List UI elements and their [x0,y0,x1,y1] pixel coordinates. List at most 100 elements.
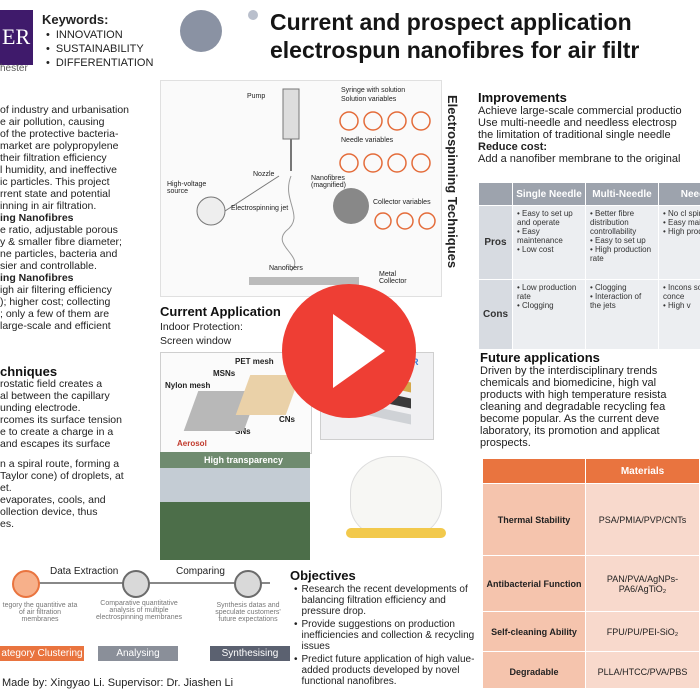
trees-area [160,502,310,560]
screen-window-label: Screen window [160,335,232,347]
material-row-label: Degradable [482,651,586,688]
future-line: cleaning and degradable recycling fea [480,401,666,413]
label-jet: Electrospinning jet [231,205,289,212]
intro-line: sier and controllable. [0,260,97,272]
intro-line: ne particles, bacteria and [0,248,118,260]
materials-table: Materials Thermal Stability PSA/PMIA/PVP… [482,458,700,688]
keywords-block: Keywords: INNOVATION SUSTAINABILITY DIFF… [42,12,153,70]
objective-text: Provide suggestions on production ineffi… [301,619,475,652]
improvements-section: Improvements Achieve large-scale commerc… [478,90,700,165]
table-cell: • Incons soluti conce• High v [657,279,700,350]
objective-item: •Predict future application of high valu… [294,654,480,687]
electrospinning-side-title: Electrospinning Techniques [445,95,460,269]
techniques-heading: chniques [0,364,58,379]
needle-comparison-table-wrap: Single Needle Multi-Needle Need Pros • E… [478,182,700,352]
cell-item: • Low production rate [517,283,577,301]
objective-item: •Provide suggestions on production ineff… [294,619,480,652]
label-cns: CNs [279,415,296,424]
advantages-heading: ing Nanofibres [0,212,74,224]
face-mask-photo [340,442,450,552]
process-section: Data Extraction Comparing tegory the qua… [0,562,290,662]
objectives-list: •Research the recent developments of bal… [294,584,480,687]
intro-line: their filtration efficiency [0,152,107,164]
technique-line: ollection device, thus [0,506,98,518]
intro-line: igh air filtering efficiency [0,284,112,296]
material-row-value: PLLA/HTCC/PVA/PBS [585,651,700,688]
step-description: tegory the quantitive ata of air filtrat… [2,602,78,623]
improvement-line: the limitation of traditional single nee… [478,129,671,141]
label-high-voltage: High-voltage source [167,181,207,195]
label-needle-variables: Needle variables [341,137,394,144]
table-cell: • Better fibre distribution controllabil… [584,205,659,280]
improvement-line: Use multi-needle and needless electrosp [478,117,677,129]
label-nylon-mesh: Nylon mesh [165,381,211,390]
title-line-2: electrospun nanofibres for air filtr [270,37,640,63]
material-row-value: PAN/PVA/AgNPs-PA6/AgTiO₂ [585,555,700,612]
future-line: Driven by the interdisciplinary trends [480,365,658,377]
label-sns: SNs [235,427,251,436]
technique-line: unding electrode. [0,402,81,414]
keywords-heading: Keywords: [42,12,109,27]
current-application-heading: Current Application [160,304,281,319]
cell-item: • Easy to set up and operate [517,209,573,227]
label-nozzle: Nozzle [253,171,275,178]
technique-line: al between the capillary [0,390,110,402]
objective-text: Predict future application of high value… [301,654,475,687]
challenges-heading: ing Nanofibres [0,272,74,284]
future-section: Future applications Driven by the interd… [480,350,700,449]
intro-line: large-scale and efficient [0,320,111,332]
table-header: Multi-Needle [584,182,659,206]
keyword-item: DIFFERENTIATION [46,56,154,70]
high-transparency-photo: High transparency [160,452,310,560]
cell-item: • Easy maintenance [517,227,563,245]
technique-line: evaporates, cools, and [0,494,106,506]
intro-line: ic particles. This project [0,176,110,188]
cell-item: • Clogging [589,283,627,292]
logo-subtext: hester [0,63,28,74]
step-top-label: Comparing [176,566,225,577]
label-solution-variables: Solution variables [341,96,397,103]
table-header [482,458,586,484]
label-pet-mesh: PET mesh [235,357,274,366]
table-header: Need [657,182,700,206]
needle-comparison-table: Single Needle Multi-Needle Need Pros • E… [478,182,700,350]
table-cell: • Low production rate• Clogging [512,279,586,350]
technique-line: e to create a charge in a [0,426,114,438]
keyword-item: INNOVATION [46,28,153,42]
objective-item: •Research the recent developments of bal… [294,584,480,617]
intro-line: y & smaller fibre diameter; [0,236,122,248]
decorative-circle [180,10,222,52]
technique-line: n a spiral route, forming a [0,458,120,470]
future-line: chemicals and biomedicine, high val [480,377,657,389]
improvement-line: Add a nanofiber membrane to the original [478,153,681,165]
cell-item: • Better fibre distribution controllabil… [589,209,637,236]
intro-line: e air pollution, causing [0,116,105,128]
cell-item: • High produ [662,227,700,236]
technique-line: es. [0,518,15,530]
technique-line [0,450,142,458]
intro-line: of the protective bacteria- [0,128,119,140]
cell-item: • Easy to set up [589,236,646,245]
technique-line: Taylor cone) of droplets, at [0,470,124,482]
sky-area [160,468,310,502]
cell-item: • Low cost [517,245,554,254]
electrospinning-schematic [196,88,436,285]
label-nanofibres-mag: Nanofibres (magnified) [311,175,347,189]
material-row-label: Antibacterial Function [482,555,586,612]
intro-line: ); higher cost; collecting [0,296,111,308]
objective-text: Research the recent developments of bala… [301,584,468,617]
objectives-heading: Objectives [290,568,356,583]
label-high-transparency: High transparency [204,455,284,465]
techniques-section: chniques rostatic field creates a al bet… [0,364,142,530]
step-label-analysing: Analysing [98,646,178,661]
technique-line: et. [0,482,12,494]
intro-line: ; only a few of them are [0,308,110,320]
label-nanofibers: Nanofibers [269,265,303,272]
label-msns: MSNs [213,369,236,378]
play-icon[interactable] [333,314,385,388]
technique-line: rcomes its surface tension [0,414,122,426]
improvements-heading: Improvements [478,90,567,105]
table-cell: • Clogging• Interaction of the jets [584,279,659,350]
intro-line: rrent state and potential [0,188,111,200]
mask-strap [346,528,446,538]
